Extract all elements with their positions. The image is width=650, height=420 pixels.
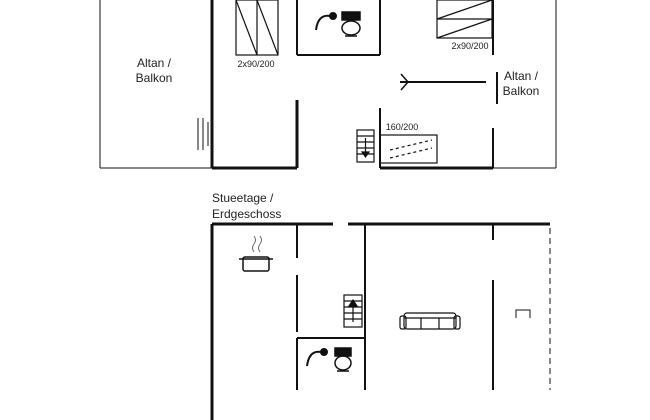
shower-icon (315, 12, 337, 31)
upper-exterior-walls (210, 0, 493, 170)
cooking-pot-icon (239, 235, 273, 272)
balcony-right-label-line2: Balkon (503, 84, 540, 98)
shower-icon (306, 348, 328, 367)
balcony-left-label-line2: Balkon (136, 71, 173, 85)
bed-size-left: 2x90/200 (237, 59, 274, 69)
toilet-icon (341, 11, 361, 37)
ground-exterior-walls (210, 222, 550, 420)
balcony-left-outline (99, 0, 212, 169)
ground-floor-title-line2: Erdgeschoss (212, 207, 281, 221)
upper-interior-walls (296, 0, 494, 168)
ground-floor-title-line1: Stueetage / (212, 191, 274, 205)
bed-icon (235, 0, 279, 56)
toilet-icon (334, 347, 352, 372)
upper-floor (99, 0, 557, 170)
ground-interior-walls (296, 224, 494, 390)
door-icon (515, 309, 531, 318)
sofa-icon (399, 312, 461, 330)
bed-icon (436, 0, 493, 39)
balcony-left-label-line1: Altan / (137, 56, 172, 70)
ground-floor (210, 222, 551, 420)
balcony-right-outline (493, 0, 557, 169)
bed-size-middle: 160/200 (386, 122, 419, 132)
balcony-right-label-line1: Altan / (504, 69, 539, 83)
door-swing-chevron (400, 73, 409, 91)
stairs-up-icon (343, 294, 363, 328)
stairs-down-icon (356, 129, 375, 163)
bed-icon (379, 134, 438, 164)
bed-size-right: 2x90/200 (451, 41, 488, 51)
sliding-door-left (197, 118, 209, 150)
